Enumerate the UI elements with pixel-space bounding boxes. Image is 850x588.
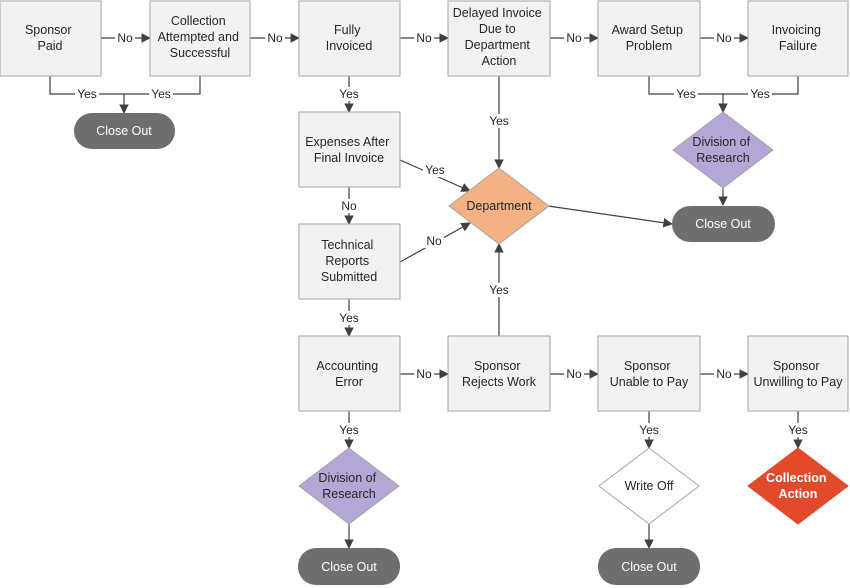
node-sponsor-unwilling[interactable]: [747, 335, 849, 412]
svg-text:Yes: Yes: [339, 423, 359, 437]
svg-text:No: No: [716, 31, 732, 45]
label-award-to-division: Yes: [674, 87, 698, 101]
label-collection-success: Collection Attempted and Successful: [158, 14, 243, 60]
label-sponsor-paid: Sponsor Paid: [25, 23, 75, 53]
label-close-out-3: Close Out: [321, 560, 377, 574]
label-invoiced-to-expenses: Yes: [337, 87, 361, 101]
label-collection-action: Collection Action: [766, 471, 830, 501]
edge-paid-to-close: [49, 76, 124, 95]
svg-text:Yes: Yes: [339, 87, 359, 101]
label-accounting-to-division: Yes: [337, 423, 361, 437]
svg-text:No: No: [566, 31, 582, 45]
node-accounting-error[interactable]: [298, 335, 401, 412]
node-award-setup[interactable]: [597, 0, 701, 77]
label-unable-to-writeoff: Yes: [637, 423, 661, 437]
svg-text:Yes: Yes: [151, 87, 171, 101]
svg-text:Yes: Yes: [788, 423, 808, 437]
edge-award-to-division: [648, 76, 723, 95]
label-close-out-2: Close Out: [695, 217, 751, 231]
svg-text:Yes: Yes: [750, 87, 770, 101]
svg-text:Yes: Yes: [639, 423, 659, 437]
label-unable-to-unwilling: No: [714, 367, 734, 381]
label-sponsor-rejects: Sponsor Rejects Work: [462, 359, 537, 389]
label-division-bottom: Division of Research: [318, 471, 379, 501]
label-reports-to-department: No: [424, 234, 444, 248]
svg-text:Yes: Yes: [77, 87, 97, 101]
label-technical-reports: Technical Reports Submitted: [321, 238, 377, 284]
node-write-off[interactable]: [598, 447, 700, 525]
label-division-top: Division of Research: [692, 135, 753, 165]
node-division-bottom[interactable]: [298, 447, 400, 525]
svg-text:Yes: Yes: [425, 163, 445, 177]
svg-text:Yes: Yes: [489, 114, 509, 128]
label-delayed-to-department: Yes: [487, 114, 511, 128]
label-delayed-to-award: No: [564, 31, 584, 45]
svg-text:No: No: [416, 31, 432, 45]
node-collection-action[interactable]: [747, 447, 849, 525]
node-sponsor-rejects[interactable]: [447, 335, 551, 412]
label-delayed-invoice: Delayed Invoice Due to Department Action: [453, 6, 545, 68]
label-invoiced-to-delayed: No: [414, 31, 434, 45]
svg-text:No: No: [267, 31, 283, 45]
node-department[interactable]: [448, 167, 550, 245]
label-award-to-failure: No: [714, 31, 734, 45]
label-award-setup: Award Setup Problem: [612, 23, 687, 53]
node-division-top[interactable]: [672, 111, 774, 189]
label-close-out-1: Close Out: [96, 124, 152, 138]
node-sponsor-unable[interactable]: [597, 335, 701, 412]
label-accounting-to-rejects: No: [414, 367, 434, 381]
label-failure-to-division: Yes: [748, 87, 772, 101]
label-sponsor-unable: Sponsor Unable to Pay: [610, 359, 689, 389]
node-technical-reports[interactable]: [298, 223, 401, 300]
svg-text:Yes: Yes: [339, 311, 359, 325]
svg-text:No: No: [716, 367, 732, 381]
label-expenses-to-department: Yes: [423, 163, 447, 177]
node-delayed-invoice[interactable]: [447, 0, 551, 77]
label-collection-to-invoiced: No: [265, 31, 285, 45]
label-accounting-error: Accounting Error: [316, 359, 381, 389]
svg-text:No: No: [341, 199, 357, 213]
node-collection-success[interactable]: [149, 0, 251, 77]
label-write-off: Write Off: [625, 479, 674, 493]
svg-text:Yes: Yes: [489, 283, 509, 297]
node-fully-invoiced[interactable]: [298, 0, 401, 77]
node-close-out-4[interactable]: [598, 548, 700, 585]
svg-text:Yes: Yes: [676, 87, 696, 101]
node-close-out-2[interactable]: [672, 206, 775, 242]
label-rejects-to-department: Yes: [487, 283, 511, 297]
label-collection-to-close: Yes: [149, 87, 173, 101]
svg-text:No: No: [117, 31, 133, 45]
svg-text:No: No: [426, 234, 442, 248]
node-invoicing-failure[interactable]: [747, 0, 849, 77]
label-sponsor-unwilling: Sponsor Unwilling to Pay: [754, 359, 844, 389]
label-expenses-after: Expenses After Final Invoice: [305, 135, 393, 165]
edge-department-to-close-2: [547, 205, 673, 228]
node-close-out-1[interactable]: [74, 113, 175, 149]
label-close-out-4: Close Out: [621, 560, 677, 574]
node-expenses-after[interactable]: [298, 111, 401, 188]
label-department: Department: [466, 199, 532, 213]
label-invoicing-failure: Invoicing Failure: [772, 23, 825, 53]
node-close-out-3[interactable]: [298, 548, 400, 585]
node-sponsor-paid[interactable]: [0, 0, 102, 77]
label-rejects-to-unable: No: [564, 367, 584, 381]
label-unwilling-to-collection: Yes: [786, 423, 810, 437]
svg-text:No: No: [566, 367, 582, 381]
label-fully-invoiced: Fully Invoiced: [326, 23, 373, 53]
label-paid-to-collection: No: [115, 31, 135, 45]
label-expenses-to-reports: No: [339, 199, 359, 213]
label-reports-to-accounting: Yes: [337, 311, 361, 325]
svg-text:No: No: [416, 367, 432, 381]
label-paid-to-close: Yes: [75, 87, 99, 101]
